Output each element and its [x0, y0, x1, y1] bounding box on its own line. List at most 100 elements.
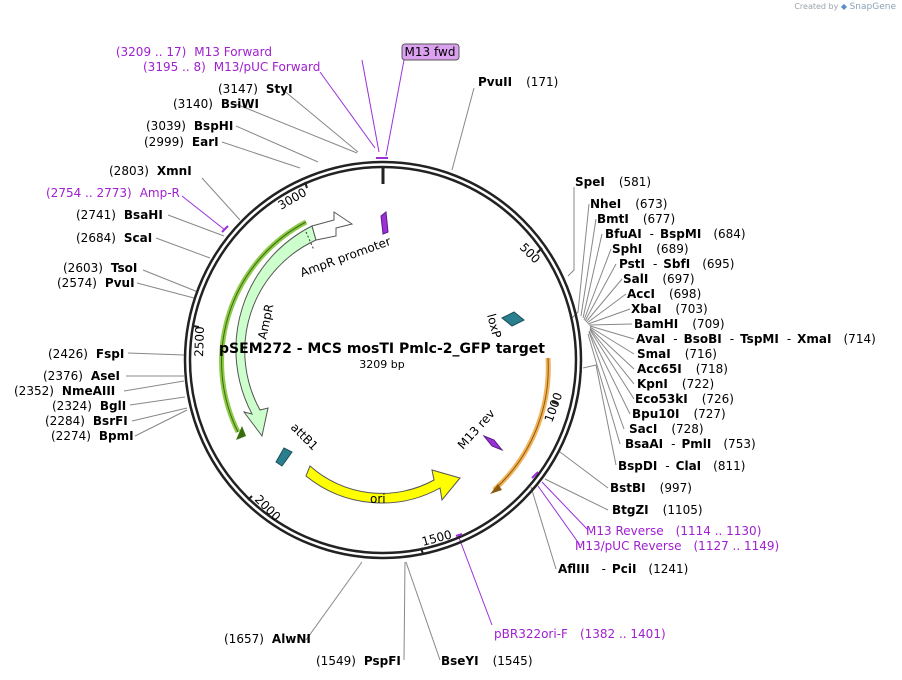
enzyme-acci-name: AccI: [627, 287, 655, 301]
tick-marks: [192, 166, 559, 555]
enzyme-sphi: SphI (689): [612, 242, 689, 256]
enzyme-spei-name: SpeI: [575, 175, 605, 189]
enzyme-pspfi-name: PspFI: [364, 654, 401, 668]
enzyme-afliii-name: AflIII: [558, 562, 590, 576]
enzyme-psti-sep: -: [653, 257, 657, 271]
enzyme-bpmi: (2274)BpmI: [51, 429, 134, 443]
enzyme-bamhi-pos: (709): [692, 317, 724, 331]
enzyme-bspdi: BspDI-ClaI(811): [618, 459, 745, 473]
enzyme-bmti-name: BmtI: [597, 212, 629, 226]
enzyme-eco53ki-pos: (726): [702, 392, 734, 406]
primer-pbr322ori-f-range: (1382 .. 1401): [580, 627, 666, 641]
enzyme-xmni: (2803)XmnI: [109, 164, 192, 178]
tick-label-2500: 2500: [192, 326, 207, 357]
enzyme-smai-pos: (716): [685, 347, 717, 361]
enzyme-psti-name: PstI: [619, 257, 645, 271]
enzyme-nmeaiii-pos: (2352): [14, 384, 54, 398]
enzyme-xmni-pos: (2803): [109, 164, 149, 178]
tick-2000: [247, 495, 253, 501]
ampr-primer-mark: [221, 225, 229, 233]
enzyme-btgzi-name: BtgZI: [612, 503, 649, 517]
enzyme-sphi-pos: (689): [656, 242, 688, 256]
enzyme-psti: PstI-SbfI(695): [619, 257, 734, 271]
enzyme-acc65i: Acc65I (718): [637, 362, 728, 376]
primer-amp-r: (2754 .. 2773)Amp-R: [46, 186, 180, 200]
enzyme-avai: AvaI-BsoBI-TspMI-XmaI(714): [636, 332, 876, 346]
enzyme-kpni: KpnI (722): [637, 377, 714, 391]
enzyme-bsrfi-name: BsrFI: [93, 414, 128, 428]
enzyme-acc65i-pos: (718): [696, 362, 728, 376]
enzyme-sali-pos: (697): [662, 272, 694, 286]
snapgene-branding: Created by ◆ SnapGene: [794, 2, 896, 12]
enzyme-nhei-name: NheI: [590, 197, 621, 211]
primer-marks: [221, 157, 539, 537]
enzyme-bsahi: (2741) BsaHI: [76, 208, 163, 222]
enzyme-saci-name: SacI: [629, 422, 657, 436]
enzyme-afliii: AflIII-PciI(1241): [558, 562, 688, 576]
enzyme-btgzi-pos: (1105): [663, 503, 703, 517]
enzyme-pvuii: PvuII(171): [478, 75, 558, 89]
enzyme-bsahi-name: BsaHI: [124, 208, 163, 222]
enzyme-bfuai: BfuAI-BspMI(684): [605, 227, 746, 241]
primer-m13puc-forward-name: M13/pUC Forward: [214, 60, 321, 74]
ori-label: ori: [370, 492, 386, 506]
enzyme-bpu10i-name: Bpu10I: [632, 407, 679, 421]
enzyme-bstbi-name: BstBI: [610, 481, 646, 495]
enzyme-bsobi-name: BsoBI: [684, 332, 722, 346]
enzyme-bamhi-name: BamHI: [634, 317, 678, 331]
enzyme-pcii-name: PciI: [612, 562, 637, 576]
enzyme-bsiwi-pos: (3140): [173, 97, 213, 111]
enzyme-bsahi-pos: (2741): [76, 208, 116, 222]
tick-3000: [304, 181, 308, 189]
enzyme-bsaai: BsaAI-PmlI(753): [625, 437, 756, 451]
enzyme-fspi: (2426)FspI: [48, 347, 124, 361]
tick-1500: [420, 547, 424, 555]
enzyme-bsrfi: (2284)BsrFI: [45, 414, 128, 428]
enzyme-bpu10i: Bpu10I(727): [632, 407, 726, 421]
primer-connector-lines: [181, 59, 589, 626]
enzyme-bstbi-pos: (997): [660, 481, 692, 495]
ampr-separator: [305, 231, 315, 251]
enzyme-kpni-pos: (722): [682, 377, 714, 391]
enzyme-avai-sep: -: [673, 332, 677, 346]
attb1-label: attB1: [288, 420, 321, 453]
enzyme-alwni-pos: (1657): [224, 632, 264, 646]
enzyme-sali: SalI(697): [623, 272, 695, 286]
tick-label-2000: 2000: [252, 492, 283, 523]
enzyme-xbai-pos: (703): [675, 302, 707, 316]
enzyme-bmti-pos: (677): [643, 212, 675, 226]
attb1-site-arrow: [275, 447, 293, 467]
enzyme-sphi-name: SphI: [612, 242, 642, 256]
enzyme-scai-name: ScaI: [124, 231, 152, 245]
primer-amp-r-name: Amp-R: [140, 186, 180, 200]
enzyme-xbai: XbaI(703): [631, 302, 708, 316]
enzyme-kpni-name: KpnI: [637, 377, 668, 391]
tick-2500: [192, 325, 200, 328]
enzyme-spei-pos: (581): [619, 175, 651, 189]
enzyme-bsphi-pos: (3039): [146, 119, 186, 133]
enzyme-bspdi-name: BspDI: [618, 459, 657, 473]
enzyme-sbfi-name: SbfI: [663, 257, 690, 271]
enzyme-bsaai-sep: -: [671, 437, 675, 451]
enzyme-fspi-name: FspI: [96, 347, 124, 361]
enzyme-pmli-name: PmlI: [681, 437, 711, 451]
tick-500: [536, 247, 543, 254]
enzyme-bmti: BmtI (677): [597, 212, 675, 226]
enzyme-bspdi-sep: -: [665, 459, 669, 473]
enzyme-bstbi: BstBI (997): [610, 481, 692, 495]
enzyme-smai-name: SmaI: [637, 347, 671, 361]
enzyme-saci-pos: (728): [671, 422, 703, 436]
primer-m13-forward-range: (3209 .. 17): [116, 45, 186, 59]
primer-m13-forward: (3209 .. 17)M13 Forward: [116, 45, 272, 59]
enzyme-tsoi: (2603)TsoI: [63, 261, 137, 275]
enzyme-alwni: (1657)AlwNI: [224, 632, 311, 646]
enzyme-avai-name: AvaI: [636, 332, 665, 346]
enzyme-xmai-name: XmaI: [797, 332, 831, 346]
enzyme-bfuai-pos: (684): [713, 227, 745, 241]
enzyme-bsiwi: (3140)BsiWI: [173, 97, 259, 111]
enzyme-bseyi-name: BseYI: [441, 654, 479, 668]
enzyme-styi-name: StyI: [266, 82, 293, 96]
enzyme-acc65i-name: Acc65I: [637, 362, 682, 376]
ampr-highlight-arrowhead: [236, 426, 246, 440]
